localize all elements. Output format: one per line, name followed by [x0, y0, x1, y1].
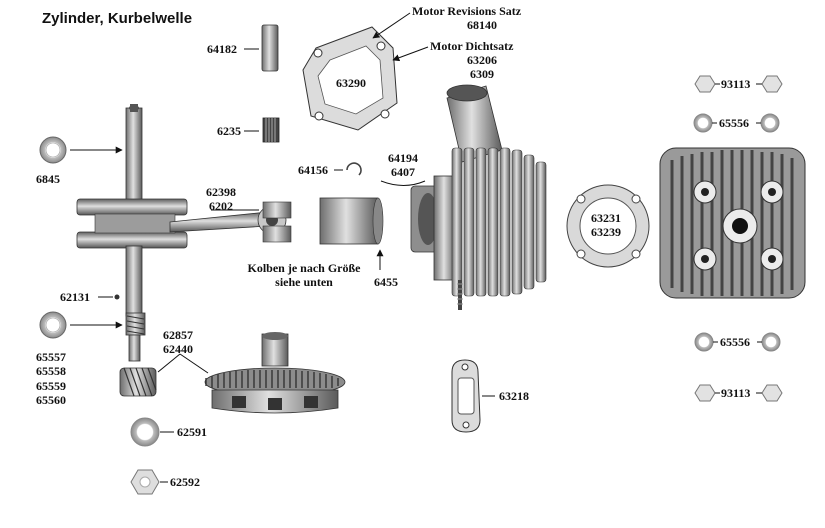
crankshaft	[76, 104, 188, 362]
label-64182: 64182	[207, 42, 237, 56]
label-62440: 62440	[163, 342, 193, 356]
label-6202: 6202	[209, 199, 233, 213]
label-62591: 62591	[177, 425, 207, 439]
label-6455: 6455	[374, 275, 398, 289]
label-62592: 62592	[170, 475, 200, 489]
label-63231: 63231	[591, 211, 621, 225]
exhaust-gasket	[451, 359, 481, 433]
washer-65556-left-bottom	[694, 332, 714, 352]
label-62398: 62398	[206, 185, 236, 199]
label-65560: 65560	[36, 393, 66, 407]
nut-93113-left-top	[694, 75, 716, 93]
label-63239: 63239	[591, 225, 621, 239]
drive-pinion	[119, 367, 157, 397]
label-64156: 64156	[298, 163, 328, 177]
nut-93113-left-bottom	[694, 384, 716, 402]
base-gasket	[302, 26, 398, 131]
label-93113-bottom: 93113	[721, 386, 751, 400]
label-63290: 63290	[336, 76, 366, 90]
label-63218: 63218	[499, 389, 529, 403]
cylinder-head	[659, 147, 806, 299]
page-title: Zylinder, Kurbelwelle	[42, 10, 193, 27]
head-gasket	[566, 184, 650, 268]
label-65558: 65558	[36, 364, 66, 378]
washer-65556-left-top	[693, 113, 713, 133]
label-62857: 62857	[163, 328, 193, 342]
washer-65556-right-bottom	[761, 332, 781, 352]
label-motor-revisions-satz: Motor Revisions Satz	[412, 4, 522, 18]
piston-pin	[261, 24, 279, 72]
connecting-rod	[169, 201, 292, 243]
label-kolben-line1: Kolben je nach Größe	[247, 261, 361, 275]
woodruff-key	[114, 294, 120, 300]
label-93113-top: 93113	[721, 77, 751, 91]
label-6407: 6407	[391, 165, 415, 179]
label-65559: 65559	[36, 379, 66, 393]
label-kolben-line2: siehe unten	[275, 275, 333, 289]
primary-gear	[204, 332, 346, 414]
needle-bearing	[262, 117, 280, 143]
label-65557: 65557	[36, 350, 66, 364]
label-motor-dichtsatz: Motor Dichtsatz	[430, 39, 514, 53]
nut-93113-right-bottom	[761, 384, 783, 402]
label-63206: 63206	[467, 53, 497, 67]
piston	[319, 197, 384, 245]
washer-65556-right-top	[760, 113, 780, 133]
cylinder	[410, 84, 547, 310]
label-68140: 68140	[467, 18, 497, 32]
label-6845: 6845	[36, 172, 60, 186]
label-6235: 6235	[217, 124, 241, 138]
leader-lines	[70, 12, 762, 483]
circlip	[346, 162, 362, 176]
nut-93113-right-top	[761, 75, 783, 93]
label-65556-bottom: 65556	[720, 335, 750, 349]
label-62131: 62131	[60, 290, 90, 304]
label-65556-top: 65556	[719, 116, 749, 130]
label-6309: 6309	[470, 67, 494, 81]
label-64194: 64194	[388, 151, 418, 165]
